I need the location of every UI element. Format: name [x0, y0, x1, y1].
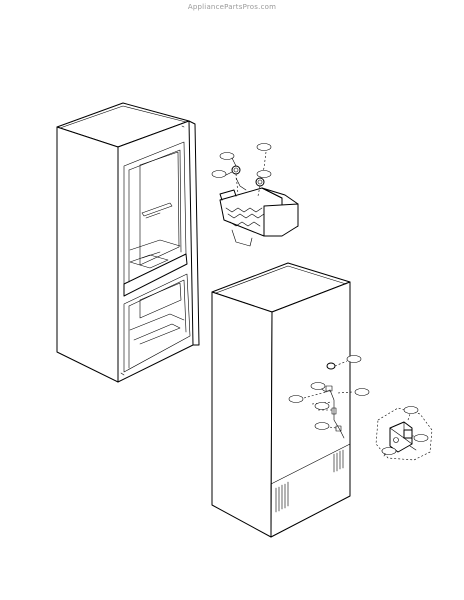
- part-callout: [381, 447, 397, 455]
- part-callout: [310, 382, 326, 390]
- part-callout: [413, 434, 429, 442]
- part-callout: [346, 355, 362, 363]
- icemaker-assembly: [219, 151, 299, 247]
- part-callout: [219, 152, 235, 160]
- part-callout: [354, 388, 370, 396]
- callout-group-rear: [288, 355, 370, 430]
- part-callout: [403, 406, 419, 414]
- callout-group-icemaker: [211, 143, 272, 178]
- vent-grille-upper: [333, 449, 344, 473]
- part-callout: [211, 170, 227, 178]
- part-callout: [256, 170, 272, 178]
- part-callout: [314, 422, 330, 430]
- part-callout: [288, 395, 304, 403]
- water-valve-detail: [375, 407, 433, 461]
- part-callout: [256, 143, 272, 151]
- part-callout: [314, 402, 330, 410]
- vent-grille-lower: [275, 481, 289, 513]
- site-watermark: AppliancePartsPros.com: [187, 3, 277, 11]
- cabinet-rear-view: [211, 262, 353, 538]
- callout-group-valve: [381, 406, 429, 455]
- cabinet-front-view: [56, 102, 200, 383]
